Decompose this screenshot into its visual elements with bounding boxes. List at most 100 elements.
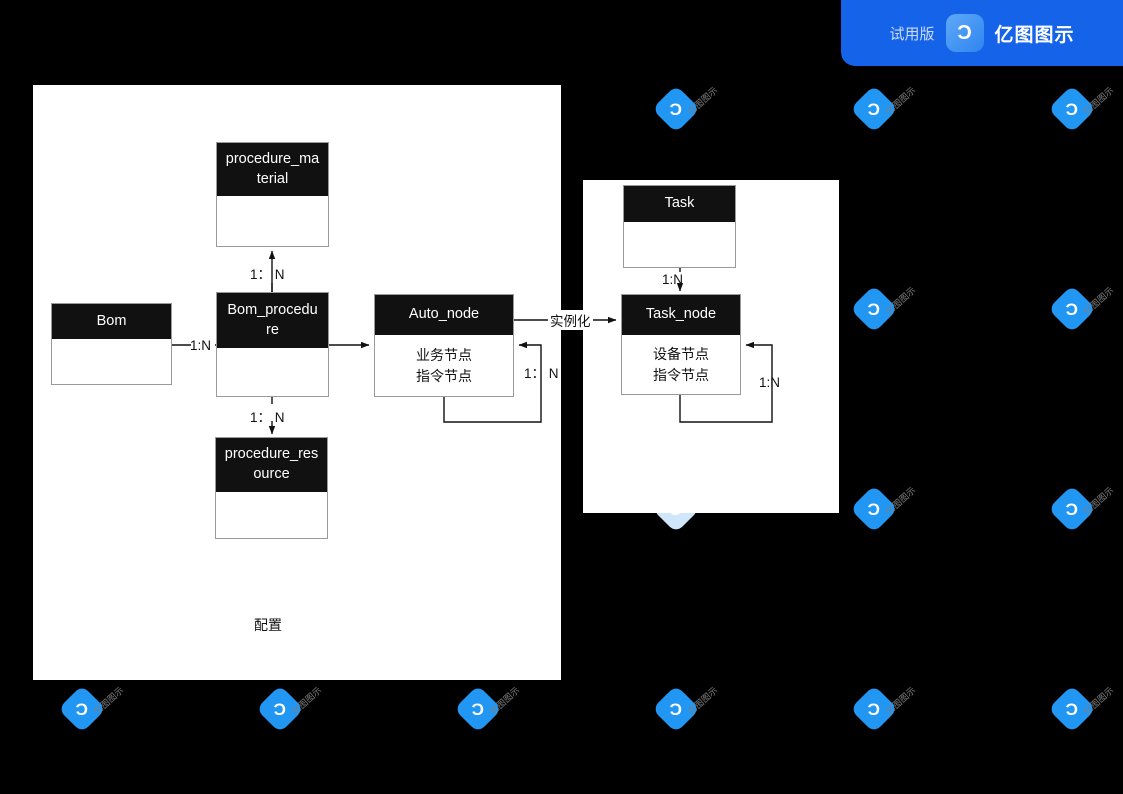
entity-header: Bom [52,304,171,339]
edraw-logo-glyph: Ɔ [273,699,287,719]
entity-task-node[interactable]: Task_node 设备节点 指令节点 [621,294,741,395]
entity-header: Auto_node [375,295,513,335]
edraw-logo-glyph: Ɔ [1065,699,1079,719]
entity-title-line2: re [266,321,279,338]
edge-label-task-tasknode: 1:N [662,272,684,287]
watermark-text: 亿图图示 [1081,85,1116,117]
entity-title-line1: Bom_procedu [227,301,318,318]
entity-task[interactable]: Task [623,185,736,268]
edraw-logo-glyph: Ɔ [867,99,881,119]
entity-body [52,339,171,384]
edraw-logo-icon: Ɔ [651,84,701,134]
watermark-text: 亿图图示 [685,685,720,717]
edraw-logo-glyph: Ɔ [867,299,881,319]
edraw-logo-icon: Ɔ [945,14,984,52]
edraw-logo-icon: Ɔ [1047,484,1097,534]
watermark-text: 亿图图示 [883,485,918,517]
edraw-logo-glyph: Ɔ [471,699,485,719]
entity-body [217,196,328,246]
edge-label-instantiate: 实例化 [548,310,593,330]
watermark-text: 亿图图示 [685,85,720,117]
edraw-logo-icon: Ɔ [255,684,305,734]
annotation-config: 配置 [254,617,282,633]
watermark-text: 亿图图示 [289,685,324,717]
watermark-text: 亿图图示 [1081,485,1116,517]
entity-procedure-material[interactable]: procedure_ma terial [216,142,329,247]
edraw-logo-icon: Ɔ [1047,284,1097,334]
trial-banner[interactable]: 试用版 Ɔ 亿图图示 [841,0,1123,66]
entity-body-line: 指令节点 [416,367,472,384]
watermark-text: 亿图图示 [883,285,918,317]
watermark-text: 亿图图示 [487,685,522,717]
entity-title-line2: ource [253,466,290,482]
edraw-logo-icon: Ɔ [849,484,899,534]
edge-label-tasknode-selfloop: 1:N [759,375,781,390]
edraw-logo-glyph: Ɔ [669,699,683,719]
edraw-logo-icon: Ɔ [453,684,503,734]
watermark-text: 亿图图示 [91,685,126,717]
edraw-logo-icon: Ɔ [849,84,899,134]
entity-title-line2: terial [256,170,289,187]
edraw-logo-glyph: Ɔ [1065,499,1079,519]
edraw-logo-glyph: Ɔ [867,699,881,719]
entity-body-line: 业务节点 [416,347,472,364]
entity-body-line: 设备节点 [653,346,709,363]
entity-title-line1: Bom [96,312,127,329]
entity-bom-procedure[interactable]: Bom_procedu re [216,292,329,397]
entity-header: Task_node [622,295,740,335]
edraw-logo-icon: Ɔ [651,684,701,734]
entity-title-line1: Task_node [645,306,717,323]
entity-body [217,348,328,396]
edge-label-autonode-selfloop: 1： N [524,366,559,381]
edraw-logo-glyph: Ɔ [867,499,881,519]
edge-label-bomprocedure-procedureresource: 1： N [250,410,285,425]
entity-title-line1: Task [664,195,695,212]
edraw-logo-icon: Ɔ [1047,684,1097,734]
entity-bom[interactable]: Bom [51,303,172,385]
edraw-logo-icon: Ɔ [57,684,107,734]
edraw-logo-glyph: Ɔ [669,99,683,119]
entity-header: Bom_procedu re [217,293,328,348]
edraw-logo-glyph: Ɔ [957,22,972,44]
entity-title-line1: Auto_node [408,306,480,323]
edraw-logo-icon: Ɔ [849,284,899,334]
edraw-logo-glyph: Ɔ [1065,99,1079,119]
entity-header: Task [624,186,735,222]
edraw-logo-glyph: Ɔ [1065,299,1079,319]
entity-procedure-resource[interactable]: procedure_res ource [215,437,328,539]
edraw-logo-icon: Ɔ [849,684,899,734]
entity-header: procedure_ma terial [217,143,328,196]
entity-auto-node[interactable]: Auto_node 业务节点 指令节点 [374,294,514,397]
entity-body: 设备节点 指令节点 [622,335,740,394]
edge-label-bomprocedure-proceduremateral: 1： N [250,267,285,282]
trial-label: 试用版 [889,25,935,43]
entity-title-line1: procedure_ma [225,150,320,167]
watermark-text: 亿图图示 [883,685,918,717]
watermark-text: 亿图图示 [1081,285,1116,317]
entity-body [624,222,735,267]
entity-body-line: 指令节点 [653,366,709,383]
entity-title-line1: procedure_res [224,446,319,463]
brand-name: 亿图图示 [994,24,1075,46]
edraw-logo-icon: Ɔ [1047,84,1097,134]
edge-label-bom-bomprocedure: 1:N [190,338,212,353]
entity-body: 业务节点 指令节点 [375,335,513,396]
entity-header: procedure_res ource [216,438,327,492]
watermark-text: 亿图图示 [1081,685,1116,717]
edraw-logo-glyph: Ɔ [75,699,89,719]
watermark-text: 亿图图示 [883,85,918,117]
entity-body [216,492,327,538]
